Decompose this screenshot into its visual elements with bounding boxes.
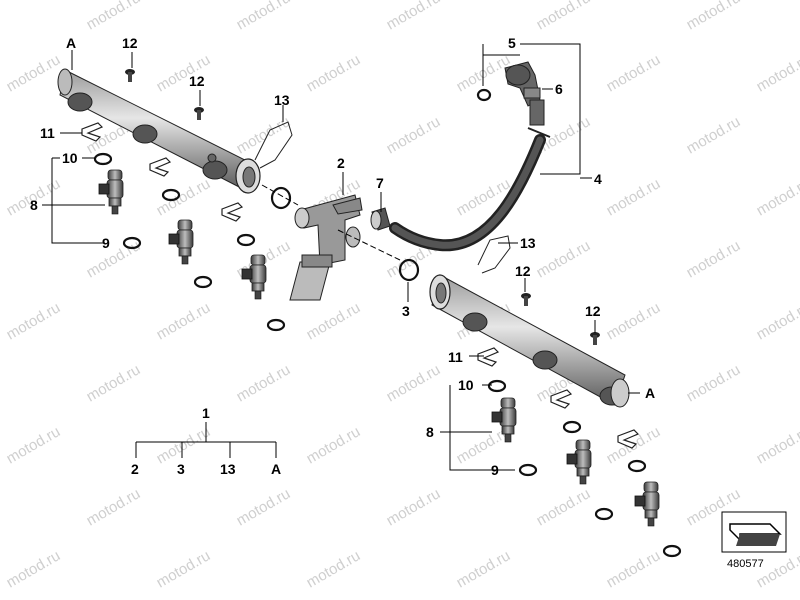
callout-6: 6 <box>555 81 563 97</box>
watermark-text: motod.ru <box>84 485 144 529</box>
callout-labels: A 12 12 13 11 10 8 9 2 7 5 6 4 13 12 12 … <box>30 35 655 478</box>
watermark-text: motod.ru <box>4 299 64 343</box>
watermark-text: motod.ru <box>534 237 594 281</box>
watermark-text: motod.ru <box>754 175 800 219</box>
watermark-text: motod.ru <box>234 485 294 529</box>
watermark-text: motod.ru <box>84 237 144 281</box>
legend-child-label: 13 <box>220 461 236 477</box>
callout-7: 7 <box>376 175 384 191</box>
watermark-text: motod.ru <box>604 175 664 219</box>
reference-box: 480577 <box>721 511 787 570</box>
watermark-text: motod.ru <box>754 423 800 467</box>
watermark-text: motod.ru <box>304 299 364 343</box>
watermark-text: motod.ru <box>754 51 800 95</box>
callout-10-left: 10 <box>62 150 78 166</box>
callout-5: 5 <box>508 35 516 51</box>
legend-tree <box>135 422 277 458</box>
watermark-text: motod.ru <box>604 51 664 95</box>
callout-8-right: 8 <box>426 424 434 440</box>
watermark-text: motod.ru <box>234 0 294 33</box>
watermark-text: motod.ru <box>684 0 744 33</box>
callout-2: 2 <box>337 155 345 171</box>
watermark-text: motod.ru <box>4 51 64 95</box>
o-rings <box>93 88 682 558</box>
clips <box>81 122 639 449</box>
watermark-text: motod.ru <box>454 547 514 591</box>
callout-12-b: 12 <box>189 73 205 89</box>
watermark-text: motod.ru <box>604 547 664 591</box>
watermark-text: motod.ru <box>154 547 214 591</box>
watermark-text: motod.ru <box>4 423 64 467</box>
watermark-text: motod.ru <box>4 547 64 591</box>
watermark-text: motod.ru <box>304 547 364 591</box>
watermark-text: motod.ru <box>154 175 214 219</box>
watermark-text: motod.ru <box>304 51 364 95</box>
watermark-text: motod.ru <box>384 113 444 157</box>
t-piece-connector <box>289 194 363 301</box>
callout-13-top: 13 <box>274 92 290 108</box>
callout-9-left: 9 <box>102 235 110 251</box>
callout-A-right: A <box>645 385 655 401</box>
watermark-text: motod.ru <box>234 361 294 405</box>
callout-3: 3 <box>402 303 410 319</box>
watermark-text: motod.ru <box>604 299 664 343</box>
watermark-text: motod.ru <box>234 113 294 157</box>
watermark-text: motod.ru <box>154 299 214 343</box>
legend-child-label: A <box>271 461 281 477</box>
watermark-text: motod.ru <box>684 237 744 281</box>
legend-child-label: 3 <box>177 461 185 477</box>
screws <box>125 69 600 345</box>
legend-child-label: 2 <box>131 461 139 477</box>
callout-12-c: 12 <box>515 263 531 279</box>
watermark-text: motod.ru <box>84 0 144 33</box>
callout-4: 4 <box>594 171 602 187</box>
watermark-text: motod.ru <box>534 485 594 529</box>
callout-11-left: 11 <box>40 125 55 141</box>
leader-lines <box>42 43 640 471</box>
watermark-text: motod.ru <box>534 0 594 33</box>
spring-clips <box>254 121 511 274</box>
watermark-text: motod.ru <box>754 299 800 343</box>
diagram-number: 480577 <box>727 558 764 570</box>
callout-9-right: 9 <box>491 462 499 478</box>
sleeve-part <box>370 207 391 231</box>
right-fuel-rail <box>429 274 630 408</box>
callout-10-right: 10 <box>458 377 474 393</box>
callout-12-d: 12 <box>585 303 601 319</box>
callout-13-right: 13 <box>520 235 536 251</box>
watermark-text: motod.ru <box>384 0 444 33</box>
callout-12-a: 12 <box>122 35 138 51</box>
watermark-text: motod.ru <box>304 423 364 467</box>
callout-8-left: 8 <box>30 197 38 213</box>
watermark-text: motod.ru <box>84 361 144 405</box>
callout-11-right: 11 <box>448 349 463 365</box>
callout-A-left: A <box>66 35 76 51</box>
watermark-text: motod.ru <box>684 113 744 157</box>
elbow-connector <box>504 61 545 126</box>
watermark-text: motod.ru <box>384 361 444 405</box>
watermark-text: motod.ru <box>384 485 444 529</box>
left-fuel-rail <box>57 68 261 194</box>
legend-root-label: 1 <box>202 405 210 421</box>
fuel-hose <box>389 127 551 252</box>
watermark-text: motod.ru <box>684 361 744 405</box>
